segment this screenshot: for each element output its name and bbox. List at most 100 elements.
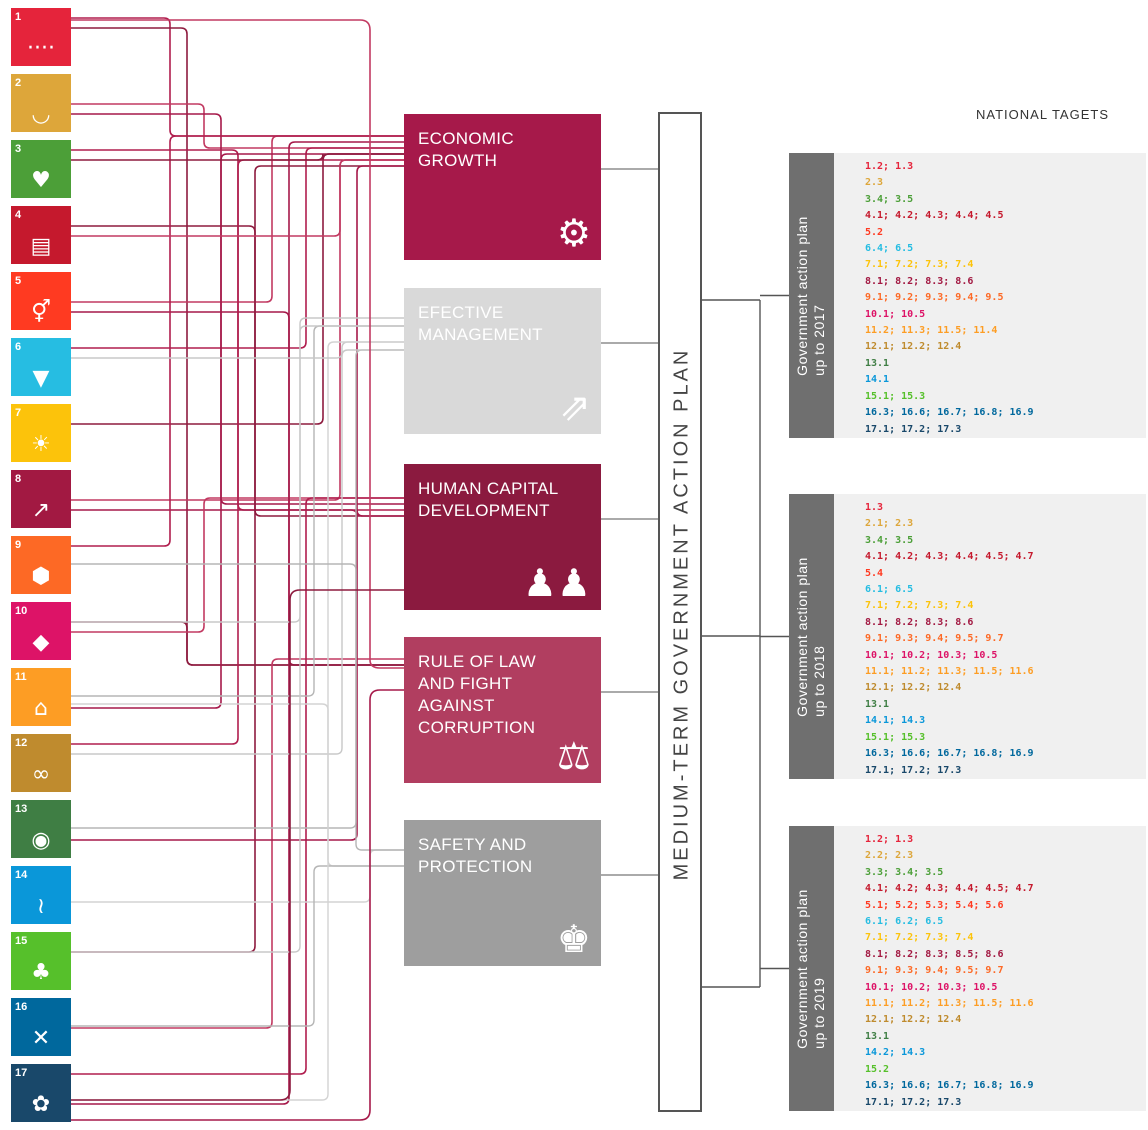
sdg-goal-7: 7☀ xyxy=(11,404,71,462)
scales-icon: ⚖ xyxy=(556,734,591,778)
target-line-goal-2: 2.1; 2.3 xyxy=(865,518,914,530)
target-line-goal-1: 1.2; 1.3 xyxy=(865,834,914,845)
link-line xyxy=(71,159,404,237)
sdg-goal-16: 16✕ xyxy=(11,998,71,1056)
action-plan-title-line2: up to 2019 xyxy=(811,977,827,1049)
target-line-goal-8: 8.1; 8.2; 8.3; 8.6 xyxy=(865,616,974,628)
sdg-goal-number: 5 xyxy=(15,275,22,287)
action-plan-title-line2: up to 2017 xyxy=(811,304,827,376)
pillar-box: ECONOMIC GROWTH ⚙ xyxy=(404,114,601,260)
target-line-goal-13: 13.1 xyxy=(865,1030,890,1042)
target-line-goal-9: 9.1; 9.3; 9.4; 9.5; 9.7 xyxy=(865,633,1004,645)
target-line-goal-2: 2.3 xyxy=(865,177,884,189)
sdg-goal-14: 14 ≀ xyxy=(11,866,71,924)
sdg-wheel-icon: ⚙ xyxy=(556,211,591,255)
sdg-goal-11: 11⌂ xyxy=(11,668,71,726)
fish-icon: ≀ xyxy=(36,894,46,919)
bowl-icon: ◡ xyxy=(31,102,51,127)
target-line-goal-4: 4.1; 4.2; 4.3; 4.4; 4.5; 4.7 xyxy=(865,551,1034,563)
heartbeat-icon: ♥ xyxy=(31,168,51,193)
sdg-goal-number: 7 xyxy=(15,407,22,419)
sdg-goal-number: 14 xyxy=(15,869,28,881)
sdg-goal-number: 12 xyxy=(15,737,28,749)
target-line-goal-15: 15.2 xyxy=(865,1063,890,1075)
link-line xyxy=(71,135,404,547)
link-line xyxy=(71,159,404,745)
sdg-goal-6: 6▼ xyxy=(11,338,71,396)
link-line-gray xyxy=(71,349,404,359)
national-targets-title: NATIONAL TAGETS xyxy=(976,107,1109,122)
medium-term-plan-bar: MEDIUM-TERM GOVERNMENT ACTION PLAN xyxy=(658,112,702,1112)
sdg-goal-10: 10◆ xyxy=(11,602,71,660)
target-line-goal-10: 10.1; 10.2; 10.3; 10.5 xyxy=(865,649,998,661)
growth-chart-icon: ↗ xyxy=(31,498,51,523)
sdg-goal-number: 16 xyxy=(15,1001,28,1013)
action-plan-title-line2: up to 2018 xyxy=(811,645,827,717)
growth-chart-icon: ⇗ xyxy=(559,385,591,429)
target-line-goal-10: 10.1; 10.5 xyxy=(865,308,926,320)
sdg-goal-number: 6 xyxy=(15,341,22,353)
link-line xyxy=(71,141,404,1105)
target-line-goal-6: 6.1; 6.2; 6.5 xyxy=(865,916,944,928)
sdg-goal-number: 2 xyxy=(15,77,22,89)
link-line xyxy=(71,589,404,1101)
target-line-goal-11: 11.1; 11.2; 11.3; 11.5; 11.6 xyxy=(865,998,1034,1010)
target-line-goal-2: 2.2; 2.3 xyxy=(865,850,914,862)
sdg-goal-2: 2◡ xyxy=(11,74,71,132)
pillar-box: SAFETY AND PROTECTION♚ xyxy=(404,820,601,966)
target-line-goal-16: 16.3; 16.6; 16.7; 16.8; 16.9 xyxy=(865,748,1034,760)
target-line-goal-13: 13.1 xyxy=(865,357,890,369)
target-line-goal-12: 12.1; 12.2; 12.4 xyxy=(865,1014,962,1026)
target-line-goal-12: 12.1; 12.2; 12.4 xyxy=(865,682,962,694)
tree-icon: ♣ xyxy=(31,960,51,985)
sdg-goal-9: 9⬢ xyxy=(11,536,71,594)
sdg-goal-number: 9 xyxy=(15,539,22,551)
sdg-goal-number: 1 xyxy=(15,11,22,23)
target-line-goal-17: 17.1; 17.2; 17.3 xyxy=(865,1096,962,1108)
target-list: 1.2; 1.3 2.3 3.4; 3.5 4.1; 4.2; 4.3; 4.4; 4… xyxy=(865,159,1034,438)
sdg-goal-number: 4 xyxy=(15,209,22,221)
sdg-goal-5: 5⚥ xyxy=(11,272,71,330)
target-line-goal-4: 4.1; 4.2; 4.3; 4.4; 4.5 xyxy=(865,210,1004,222)
target-line-goal-10: 10.1; 10.2; 10.3; 10.5 xyxy=(865,981,998,993)
target-line-goal-15: 15.1; 15.3 xyxy=(865,731,926,743)
target-line-goal-15: 15.1; 15.3 xyxy=(865,390,926,402)
target-line-goal-5: 5.2 xyxy=(865,226,884,238)
link-line xyxy=(71,497,404,633)
link-line-gray xyxy=(71,865,404,1027)
link-line xyxy=(71,153,404,709)
pillar-label: ECONOMIC GROWTH xyxy=(418,129,514,170)
target-line-goal-7: 7.1; 7.2; 7.3; 7.4 xyxy=(865,932,974,944)
target-line-goal-11: 11.2; 11.3; 11.5; 11.4 xyxy=(865,325,998,337)
target-line-goal-7: 7.1; 7.2; 7.3; 7.4 xyxy=(865,259,974,271)
action-plan-title-line1: Government action plan xyxy=(794,888,810,1049)
target-line-goal-4: 4.1; 4.2; 4.3; 4.4; 4.5; 4.7 xyxy=(865,883,1034,895)
equality-icon: ◆ xyxy=(32,630,50,655)
link-line xyxy=(71,147,404,349)
gender-icon: ⚥ xyxy=(31,300,51,325)
pillar-box: EFECTIVE MANAGEMENT⇗ xyxy=(404,288,601,434)
target-line-goal-9: 9.1; 9.3; 9.4; 9.5; 9.7 xyxy=(865,965,1004,977)
target-line-goal-6: 6.4; 6.5 xyxy=(865,243,914,255)
target-line-goal-14: 14.1; 14.3 xyxy=(865,715,926,727)
pillar-box: HUMAN CAPITAL DEVELOPMENT♟♟ xyxy=(404,464,601,610)
pillar-label: RULE OF LAW AND FIGHT AGAINST CORRUPTION xyxy=(418,652,536,737)
action-plan-title-line1: Government action plan xyxy=(794,556,810,717)
sun-icon: ☀ xyxy=(31,432,51,457)
link-line xyxy=(71,165,404,841)
pillar-box: RULE OF LAW AND FIGHT AGAINST CORRUPTION… xyxy=(404,637,601,783)
cubes-icon: ⬢ xyxy=(31,564,51,589)
target-line-goal-1: 1.2; 1.3 xyxy=(865,161,914,172)
sdg-goal-8: 8↗ xyxy=(11,470,71,528)
target-line-goal-3: 3.4; 3.5 xyxy=(865,193,914,205)
link-line xyxy=(71,19,404,669)
officer-icon: ♚ xyxy=(556,917,591,961)
